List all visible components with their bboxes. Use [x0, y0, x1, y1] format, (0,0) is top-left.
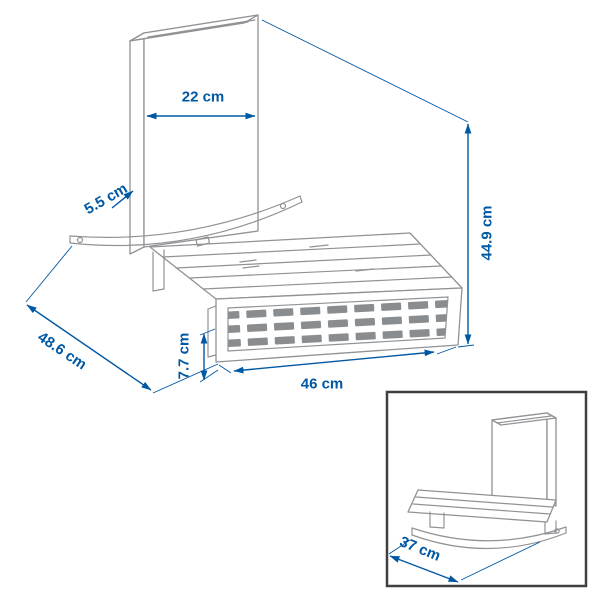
inset-curved-bracket	[411, 520, 567, 550]
dimension-lines	[25, 19, 475, 394]
inset-dimension-lines	[388, 539, 541, 583]
dim-label-top-width: 22 cm	[181, 88, 225, 106]
inset-base-tray	[407, 489, 557, 529]
vent-grille	[207, 287, 463, 363]
vertical-panel	[129, 14, 259, 255]
curved-bracket	[69, 195, 303, 247]
dim-arrow-panel-thickness	[111, 190, 134, 209]
support-leg	[152, 249, 165, 292]
dim-label-front-height: 7.7 cm	[175, 332, 193, 380]
inset-drawing	[388, 412, 567, 583]
inset-vertical-panel	[491, 412, 557, 511]
dim-label-height: 44.9 cm	[478, 205, 496, 261]
base-tray	[149, 232, 463, 300]
main-drawing	[25, 14, 475, 394]
dim-label-width: 46 cm	[300, 375, 344, 393]
dim-line-depth	[26, 304, 152, 391]
dim-line-width	[233, 349, 435, 374]
dim-line-inset-depth	[389, 555, 459, 583]
